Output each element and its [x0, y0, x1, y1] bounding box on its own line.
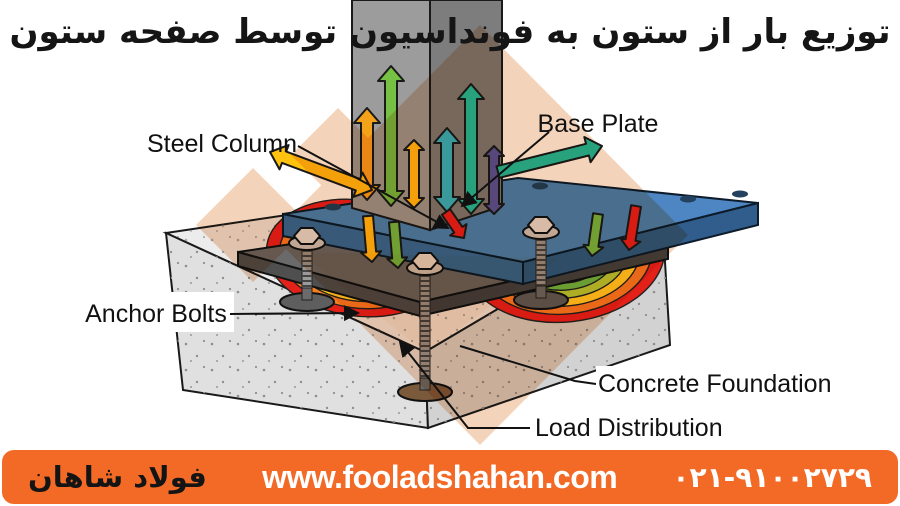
load-spread-zone	[298, 252, 560, 352]
callout-base-plate: Base Plate	[460, 110, 659, 208]
page-title: توزیع بار از ستون به فونداسیون توسط صفحه…	[9, 12, 891, 52]
anchor-bolts-label: Anchor Bolts	[85, 300, 227, 328]
phone-number: ۰۲۱-۹۱۰۰۲۷۲۹	[672, 460, 872, 494]
callout-load-distribution: Load Distribution	[398, 340, 723, 442]
bolt-rod-tip	[301, 287, 313, 301]
callouts: Steel Column Base Plate Anchor Bolts Con…	[78, 110, 831, 442]
callout-anchor-bolts: Anchor Bolts	[78, 292, 360, 332]
bolt-hole	[732, 190, 748, 198]
bolt-hole	[680, 195, 696, 203]
brand-diamond-watermark	[196, 25, 688, 445]
concrete-foundation-label: Concrete Foundation	[598, 370, 831, 398]
load-distribution-label: Load Distribution	[535, 414, 723, 442]
base-plate-label: Base Plate	[538, 110, 659, 138]
callout-concrete-foundation: Concrete Foundation	[459, 345, 831, 398]
footer-bar: فولاد شاهان www.fooladshahan.com ۰۲۱-۹۱۰…	[2, 450, 898, 504]
steel-column-label: Steel Column	[147, 130, 297, 158]
callout-steel-column: Steel Column	[147, 130, 450, 229]
website-url: www.fooladshahan.com	[262, 458, 618, 495]
brand-name: فولاد شاهان	[28, 460, 207, 494]
